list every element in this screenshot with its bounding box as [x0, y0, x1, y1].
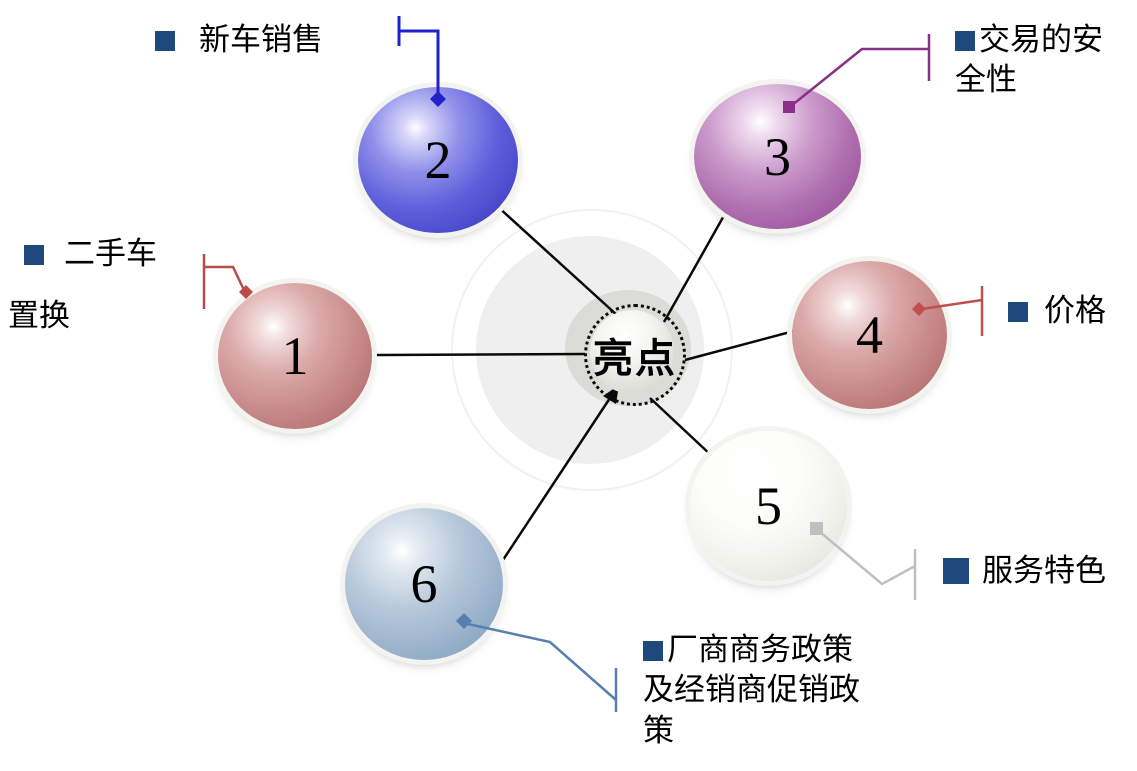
label-text: 置换 [8, 298, 70, 334]
line-center-to-node-1 [372, 352, 586, 357]
label-node-2: 新车销售 [155, 20, 323, 60]
label-text: 新车销售 [199, 22, 323, 57]
sphere-node-5: 5 [690, 431, 847, 581]
bullet-square-icon [943, 558, 969, 584]
bullet-square-icon [155, 31, 175, 51]
label-node-4: 价格 [1008, 291, 1106, 331]
label-text: 厂商商务政策 [667, 632, 853, 667]
label-node-5: 服务特色 [943, 551, 1106, 591]
label-text: 全性 [955, 62, 1017, 98]
callout-line-node-2 [397, 16, 440, 96]
sphere-node-4: 4 [792, 261, 947, 409]
label-text: 服务特色 [982, 553, 1106, 588]
bullet-square-icon [1008, 302, 1028, 322]
line-center-to-node-5 [649, 397, 714, 458]
sphere-number: 6 [410, 554, 438, 614]
center-node-label: 亮点 [593, 336, 677, 381]
sphere-node-6: 6 [345, 508, 503, 660]
label-node-6: 厂商商务政策 及经销商促销政 策 [643, 630, 893, 751]
line-center-to-node-2 [496, 205, 619, 317]
line-center-to-node-6 [497, 397, 612, 567]
bullet-square-icon [643, 641, 663, 661]
sphere-node-1: 1 [218, 283, 372, 429]
sphere-number: 5 [755, 476, 782, 536]
callout-line-node-1 [202, 254, 246, 309]
label-text: 价格 [1044, 293, 1106, 328]
sphere-number: 2 [424, 130, 452, 190]
bullet-square-icon [24, 245, 44, 265]
label-text: 及经销商促销政 [643, 672, 860, 708]
callout-line-node-6 [467, 622, 618, 712]
label-text: 二手车 [64, 236, 157, 271]
sphere-number: 3 [764, 126, 791, 187]
label-node-1: 二手车 置换 [8, 234, 198, 337]
sphere-node-3: 3 [694, 84, 861, 229]
label-node-3: 交易的安 全性 [955, 20, 1135, 101]
sphere-number: 1 [281, 326, 309, 386]
line-center-to-node-4 [684, 329, 795, 362]
bullet-square-icon [955, 31, 975, 51]
label-text: 交易的安 [979, 22, 1103, 57]
center-node-dotted-ring: 亮点 [584, 304, 686, 406]
line-center-to-node-3 [662, 211, 728, 323]
sphere-number: 4 [856, 305, 883, 365]
sphere-node-2: 2 [358, 87, 518, 233]
label-text: 策 [643, 712, 674, 748]
